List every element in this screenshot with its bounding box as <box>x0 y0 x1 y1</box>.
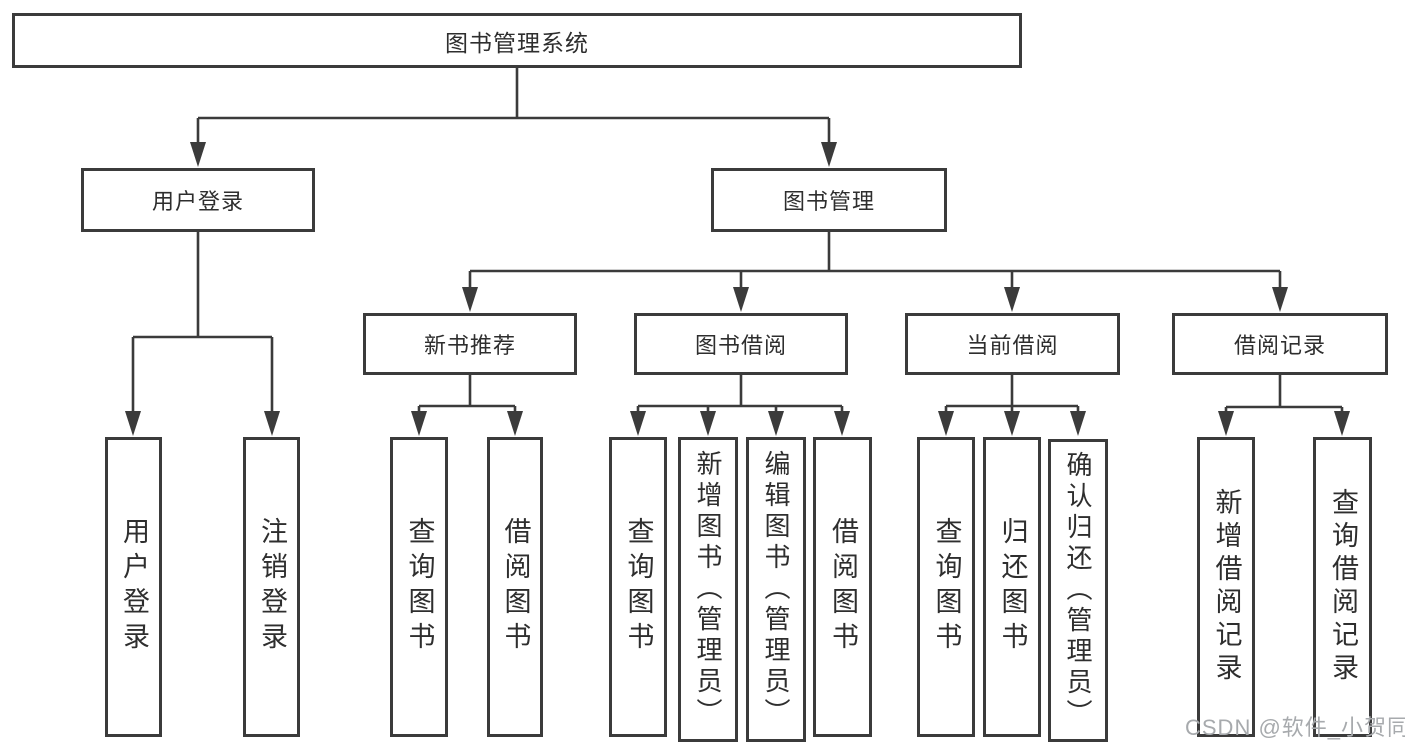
leaf-borrow-book-2: 借阅图书 <box>813 437 872 737</box>
node-user-login-label: 用户登录 <box>151 189 244 214</box>
leaf-add-borrow-record: 新增借阅记录 <box>1197 437 1255 737</box>
leaf-edit-book-admin: 编辑图书（管理员） <box>746 437 806 742</box>
node-book-borrow-label: 图书借阅 <box>694 333 787 358</box>
csdn-watermark: CSDN @软件_小贺同学 <box>1185 715 1405 740</box>
leaf-borrow-book-1-label: 借阅图书 <box>500 517 531 657</box>
leaf-edit-book-admin-label: 编辑图书（管理员） <box>761 450 791 729</box>
leaf-borrow-book-1: 借阅图书 <box>487 437 543 737</box>
node-borrow-records-label: 借阅记录 <box>1233 333 1326 358</box>
leaf-logout: 注销登录 <box>243 437 300 737</box>
leaf-query-book-1-label: 查询图书 <box>404 517 435 657</box>
node-root-label: 图书管理系统 <box>445 29 589 56</box>
node-current-borrow: 当前借阅 <box>905 313 1120 375</box>
arrowhead-icons <box>125 142 1350 436</box>
node-current-borrow-label: 当前借阅 <box>966 333 1059 358</box>
leaf-return-book: 归还图书 <box>983 437 1041 737</box>
node-book-management-label: 图书管理 <box>782 189 875 214</box>
leaf-query-book-2: 查询图书 <box>609 437 667 737</box>
node-borrow-records: 借阅记录 <box>1172 313 1388 375</box>
leaf-query-book-3: 查询图书 <box>917 437 975 737</box>
leaf-user-login: 用户登录 <box>105 437 162 737</box>
leaf-return-book-label: 归还图书 <box>997 517 1028 657</box>
leaf-query-borrow-record: 查询借阅记录 <box>1313 437 1372 737</box>
leaf-query-book-1: 查询图书 <box>390 437 448 737</box>
leaf-query-borrow-record-label: 查询借阅记录 <box>1328 488 1358 686</box>
leaf-confirm-return-admin-label: 确认归还（管理员） <box>1063 451 1093 730</box>
leaf-query-book-2-label: 查询图书 <box>623 517 654 657</box>
leaf-add-book-admin-label: 新增图书（管理员） <box>693 450 723 729</box>
node-root: 图书管理系统 <box>12 13 1022 68</box>
node-book-borrow: 图书借阅 <box>634 313 848 375</box>
leaf-user-login-label: 用户登录 <box>119 517 149 657</box>
leaf-query-book-3-label: 查询图书 <box>931 517 962 657</box>
leaf-logout-label: 注销登录 <box>257 517 287 657</box>
node-book-management: 图书管理 <box>711 168 947 232</box>
node-new-book-recommend: 新书推荐 <box>363 313 577 375</box>
node-new-book-recommend-label: 新书推荐 <box>423 333 516 358</box>
leaf-borrow-book-2-label: 借阅图书 <box>828 517 858 657</box>
leaf-add-borrow-record-label: 新增借阅记录 <box>1211 488 1242 686</box>
leaf-add-book-admin: 新增图书（管理员） <box>678 437 738 742</box>
leaf-confirm-return-admin: 确认归还（管理员） <box>1048 439 1108 742</box>
node-user-login: 用户登录 <box>81 168 315 232</box>
